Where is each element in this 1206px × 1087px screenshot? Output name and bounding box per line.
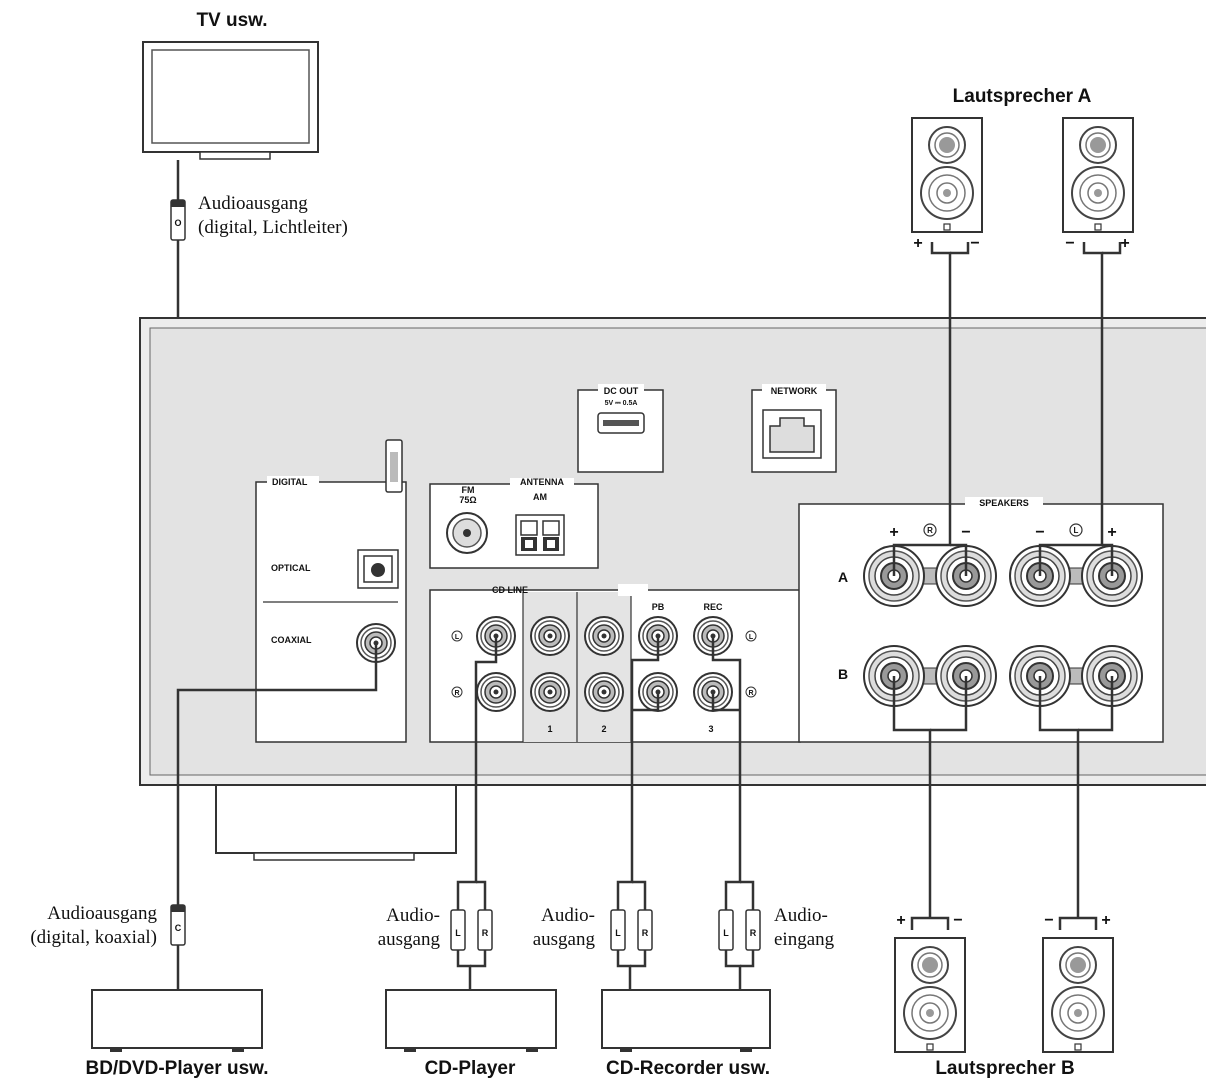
channel-r-label: R xyxy=(454,690,459,697)
optical-plug-icon: O xyxy=(170,199,186,241)
cd-player-cable xyxy=(456,636,498,990)
fm-ohm-label: 75Ω xyxy=(459,495,476,505)
cd-recorder-audio-output-caption-detail: ausgang xyxy=(533,929,596,950)
cd-player-rca-plug-icon: L R xyxy=(450,909,493,951)
line-2-label: 2 xyxy=(601,724,606,734)
svg-text:L: L xyxy=(615,928,621,938)
pb-label: PB xyxy=(652,602,665,612)
line1-l-jack-icon xyxy=(530,616,570,656)
cd-player-device xyxy=(385,989,557,1052)
channel-l-label: L xyxy=(749,634,754,641)
cd-recorder-audio-input-caption: Audio- xyxy=(774,905,828,926)
speaker-b-right-icon xyxy=(894,937,966,1053)
svg-text:+: + xyxy=(1120,235,1129,252)
channel-r-label: R xyxy=(748,690,753,697)
bd-dvd-player-device xyxy=(91,989,263,1052)
line1-r-jack-icon xyxy=(530,672,570,712)
svg-text:C: C xyxy=(175,923,182,933)
dc-out-spec: 5V ⎓ 0.5A xyxy=(605,400,638,407)
svg-text:+: + xyxy=(1101,912,1110,929)
speakers-label: SPEAKERS xyxy=(979,498,1029,508)
svg-text:+: + xyxy=(1107,524,1116,541)
speakers-b-title: Lautsprecher B xyxy=(935,1058,1074,1079)
antenna-label: ANTENNA xyxy=(520,477,564,487)
tv-audio-output-caption-detail: (digital, Lichtleiter) xyxy=(198,217,348,238)
svg-text:R: R xyxy=(642,928,649,938)
svg-text:+: + xyxy=(896,912,905,929)
line-1-label: 1 xyxy=(547,724,552,734)
row-a-label: A xyxy=(838,569,848,585)
svg-text:O: O xyxy=(174,218,181,228)
svg-text:R: R xyxy=(750,928,757,938)
speaker-a-left-icon xyxy=(1062,117,1134,233)
svg-text:−: − xyxy=(1044,912,1053,929)
cd-recorder-input-plug-icon: L R xyxy=(718,909,761,951)
speakers-section: SPEAKERS A B + R − − L + xyxy=(798,497,1164,743)
tv-audio-output-caption: Audioausgang xyxy=(198,193,308,214)
antenna-section: ANTENNA FM 75Ω AM xyxy=(429,477,599,569)
rec-label: REC xyxy=(703,602,723,612)
line-3-label: 3 xyxy=(708,724,713,734)
fm-label: FM xyxy=(462,485,475,495)
speaker-a-right-icon xyxy=(911,117,983,233)
cd-player-audio-output-caption: Audio- xyxy=(386,905,440,926)
cd-player-title: CD-Player xyxy=(425,1058,516,1079)
svg-text:R: R xyxy=(482,928,489,938)
cd-recorder-title: CD-Recorder usw. xyxy=(606,1058,770,1079)
cd-player-audio-output-caption-detail: ausgang xyxy=(378,929,441,950)
tv-device xyxy=(142,41,319,160)
svg-text:L: L xyxy=(723,928,729,938)
line2-r-jack-icon xyxy=(584,672,624,712)
svg-text:−: − xyxy=(1065,235,1074,252)
svg-text:+: + xyxy=(889,524,898,541)
line-inputs-section: CD LINE PB REC L R L R 1 2 3 xyxy=(429,584,801,743)
digital-section: DIGITAL OPTICAL COAXIAL xyxy=(255,439,407,743)
cd-line-label: CD LINE xyxy=(492,585,528,595)
fm-antenna-jack-icon xyxy=(446,512,488,554)
speakers-a-title: Lautsprecher A xyxy=(953,86,1092,107)
svg-text:L: L xyxy=(1074,526,1079,535)
cd-recorder-playback-cable xyxy=(616,636,660,990)
ethernet-port-icon xyxy=(762,409,822,459)
network-label: NETWORK xyxy=(771,386,818,396)
svg-text:−: − xyxy=(953,912,962,929)
svg-text:−: − xyxy=(970,235,979,252)
svg-text:−: − xyxy=(961,524,970,541)
coaxial-plug-icon: C xyxy=(170,904,186,946)
cd-recorder-audio-output-caption: Audio- xyxy=(541,905,595,926)
channel-l-label: L xyxy=(455,634,460,641)
coaxial-cable xyxy=(176,645,378,990)
cd-recorder-device xyxy=(601,989,771,1052)
network-section: NETWORK xyxy=(751,384,837,473)
cd-recorder-audio-input-caption-detail: eingang xyxy=(774,929,835,950)
optical-label: OPTICAL xyxy=(271,563,311,573)
digital-label: DIGITAL xyxy=(272,477,308,487)
am-label: AM xyxy=(533,492,547,502)
cd-line-r-jack-icon xyxy=(476,672,516,712)
svg-text:+: + xyxy=(913,235,922,252)
bd-audio-output-caption-detail: (digital, koaxial) xyxy=(30,927,157,948)
tv-title: TV usw. xyxy=(196,10,267,31)
am-antenna-terminal-icon xyxy=(515,514,565,556)
svg-text:R: R xyxy=(927,526,933,535)
svg-text:L: L xyxy=(455,928,461,938)
bd-player-title: BD/DVD-Player usw. xyxy=(85,1058,268,1079)
line2-l-jack-icon xyxy=(584,616,624,656)
speaker-b-cables xyxy=(892,676,1114,930)
bd-audio-output-caption: Audioausgang xyxy=(47,903,157,924)
row-b-label: B xyxy=(838,666,848,682)
dc-out-section: DC OUT 5V ⎓ 0.5A xyxy=(577,384,664,473)
coaxial-label: COAXIAL xyxy=(271,635,312,645)
speaker-b-left-icon xyxy=(1042,937,1114,1053)
speaker-a-cables xyxy=(892,242,1122,576)
dc-out-label: DC OUT xyxy=(604,386,639,396)
cd-recorder-output-plug-icon: L R xyxy=(610,909,653,951)
svg-text:−: − xyxy=(1035,524,1044,541)
cd-recorder-record-cable xyxy=(711,636,755,990)
